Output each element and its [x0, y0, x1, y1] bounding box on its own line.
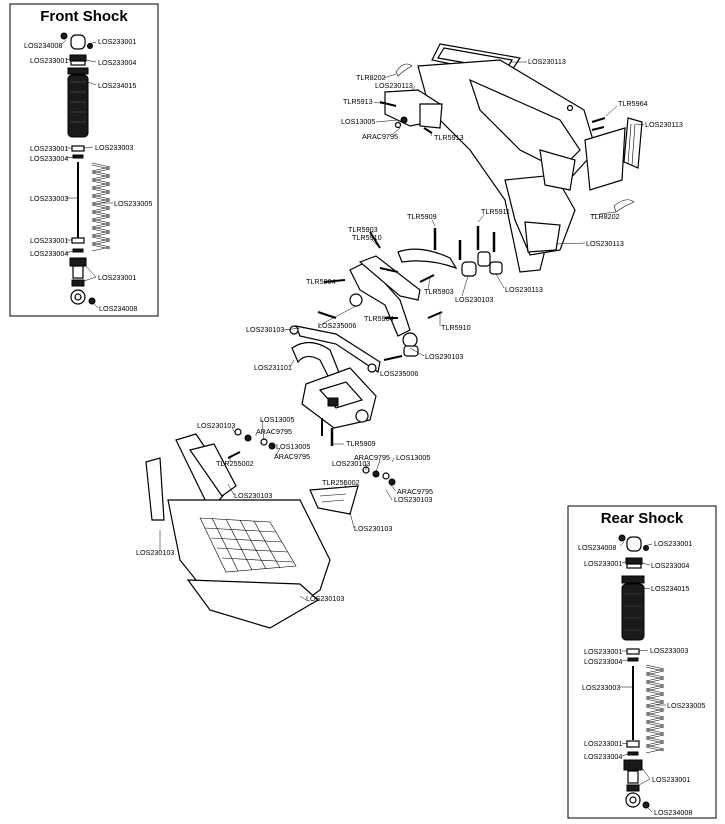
front-shock-drawing: [60, 32, 111, 305]
label: LOS233001: [584, 739, 622, 748]
front-skid-plate: [309, 485, 359, 515]
front-shock-title: Front Shock: [40, 8, 128, 25]
label: LOS13005: [260, 415, 294, 424]
label: TLR5910: [441, 323, 471, 332]
label: LOS230103: [332, 459, 370, 468]
label: TLR5964: [618, 99, 648, 108]
label: LOS234008: [578, 543, 616, 552]
label: LOS233004: [651, 561, 689, 570]
label: LOS233004: [584, 657, 622, 666]
label: LOS230103: [455, 295, 493, 304]
label: LOS235006: [380, 369, 418, 378]
label: ARAC9795: [256, 427, 292, 436]
front-spring: [91, 162, 111, 252]
upper-link: [397, 248, 458, 270]
label: LOS230103: [197, 421, 235, 430]
rear-body-assembly: [379, 43, 643, 273]
label: LOS235006: [318, 321, 356, 330]
label: ARAC9795: [274, 452, 310, 461]
label: LOS234015: [98, 81, 136, 90]
label: LOS233004: [30, 249, 68, 258]
small-hardware: [227, 428, 396, 495]
label: LOS230113: [505, 285, 543, 294]
label: TLR8202: [590, 212, 620, 221]
label: TLR5903: [348, 225, 378, 234]
label: LOS234008: [24, 41, 62, 50]
label: LOS230103: [425, 352, 463, 361]
label: LOS230103: [246, 325, 284, 334]
label: TLR5911: [481, 207, 510, 216]
label: TLR5913: [343, 97, 373, 106]
label: LOS13005: [341, 117, 375, 126]
left-side-plate: [145, 457, 165, 521]
suspension-arms: [289, 226, 503, 385]
label: LOS233001: [584, 647, 622, 656]
front-bumper-assembly: [145, 433, 359, 629]
label: LOS230113: [586, 239, 624, 248]
a-arm-right: [358, 255, 421, 301]
label: ARAC9795: [362, 132, 398, 141]
label: ARAC9795: [397, 487, 433, 496]
rear-shock-panel: Rear Shock: [567, 505, 717, 819]
label: LOS233005: [667, 701, 705, 710]
label: LOS233001: [654, 539, 692, 548]
label: LOS230113: [375, 81, 413, 90]
label: LOS230113: [645, 120, 683, 129]
label: LOS234008: [654, 808, 692, 817]
label: LOS233005: [114, 199, 152, 208]
label: LOS233001: [98, 37, 136, 46]
rear-leaders: [619, 541, 666, 813]
main-labels: LOS230113 TLR8202 LOS230113 TLR5913 LOS1…: [136, 57, 683, 603]
label: LOS233001: [98, 273, 136, 282]
rear-shock-drawing: [618, 534, 665, 809]
label: TLR5913: [434, 133, 464, 142]
label: TLR5910: [352, 233, 382, 242]
label: LOS230103: [136, 548, 174, 557]
label: LOS230103: [354, 524, 392, 533]
label: TLR5909: [346, 439, 376, 448]
main-leaders: [159, 61, 645, 601]
label: LOS233001: [584, 559, 622, 568]
label: LOS233004: [98, 58, 136, 67]
label: TLR5904: [364, 314, 394, 323]
label: TLR5909: [407, 212, 437, 221]
label: LOS233003: [582, 683, 620, 692]
label: LOS233001: [30, 236, 68, 245]
label: TLR5903: [424, 287, 454, 296]
side-panel: [584, 127, 626, 191]
label: LOS231101: [254, 363, 292, 372]
label: LOS230113: [528, 57, 566, 66]
front-leaders: [61, 39, 113, 309]
label: LOS13005: [396, 453, 430, 462]
rear-shock-title: Rear Shock: [601, 510, 684, 527]
rear-spring: [645, 664, 665, 754]
front-labels: LOS234008 LOS233001 LOS233001 LOS233004 …: [24, 37, 152, 313]
label: LOS233001: [30, 56, 68, 65]
side-plate: [623, 117, 643, 169]
label: LOS13005: [276, 442, 310, 451]
label: ARAC9795: [354, 453, 390, 462]
label: LOS233004: [584, 752, 622, 761]
label: TLR255002: [216, 459, 254, 468]
label: LOS234008: [99, 304, 137, 313]
bumper-grille: [199, 517, 297, 573]
label: LOS230103: [306, 594, 344, 603]
label: TLR5904: [306, 277, 336, 286]
label: LOS233003: [650, 646, 688, 655]
label: LOS233003: [95, 143, 133, 152]
front-chassis-plate: [301, 367, 377, 446]
label: TLR8202: [356, 73, 386, 82]
front-shock-panel: Front Shock: [9, 3, 159, 317]
label: TLR255002: [322, 478, 360, 487]
rear-labels: LOS234008 LOS233001 LOS233001 LOS233004 …: [578, 539, 705, 817]
label: LOS234015: [651, 584, 689, 593]
label: LOS233003: [30, 194, 68, 203]
label: LOS233001: [652, 775, 690, 784]
label: LOS233001: [30, 144, 68, 153]
label: LOS230103: [234, 491, 272, 500]
label: LOS233004: [30, 154, 68, 163]
label: LOS230103: [394, 495, 432, 504]
